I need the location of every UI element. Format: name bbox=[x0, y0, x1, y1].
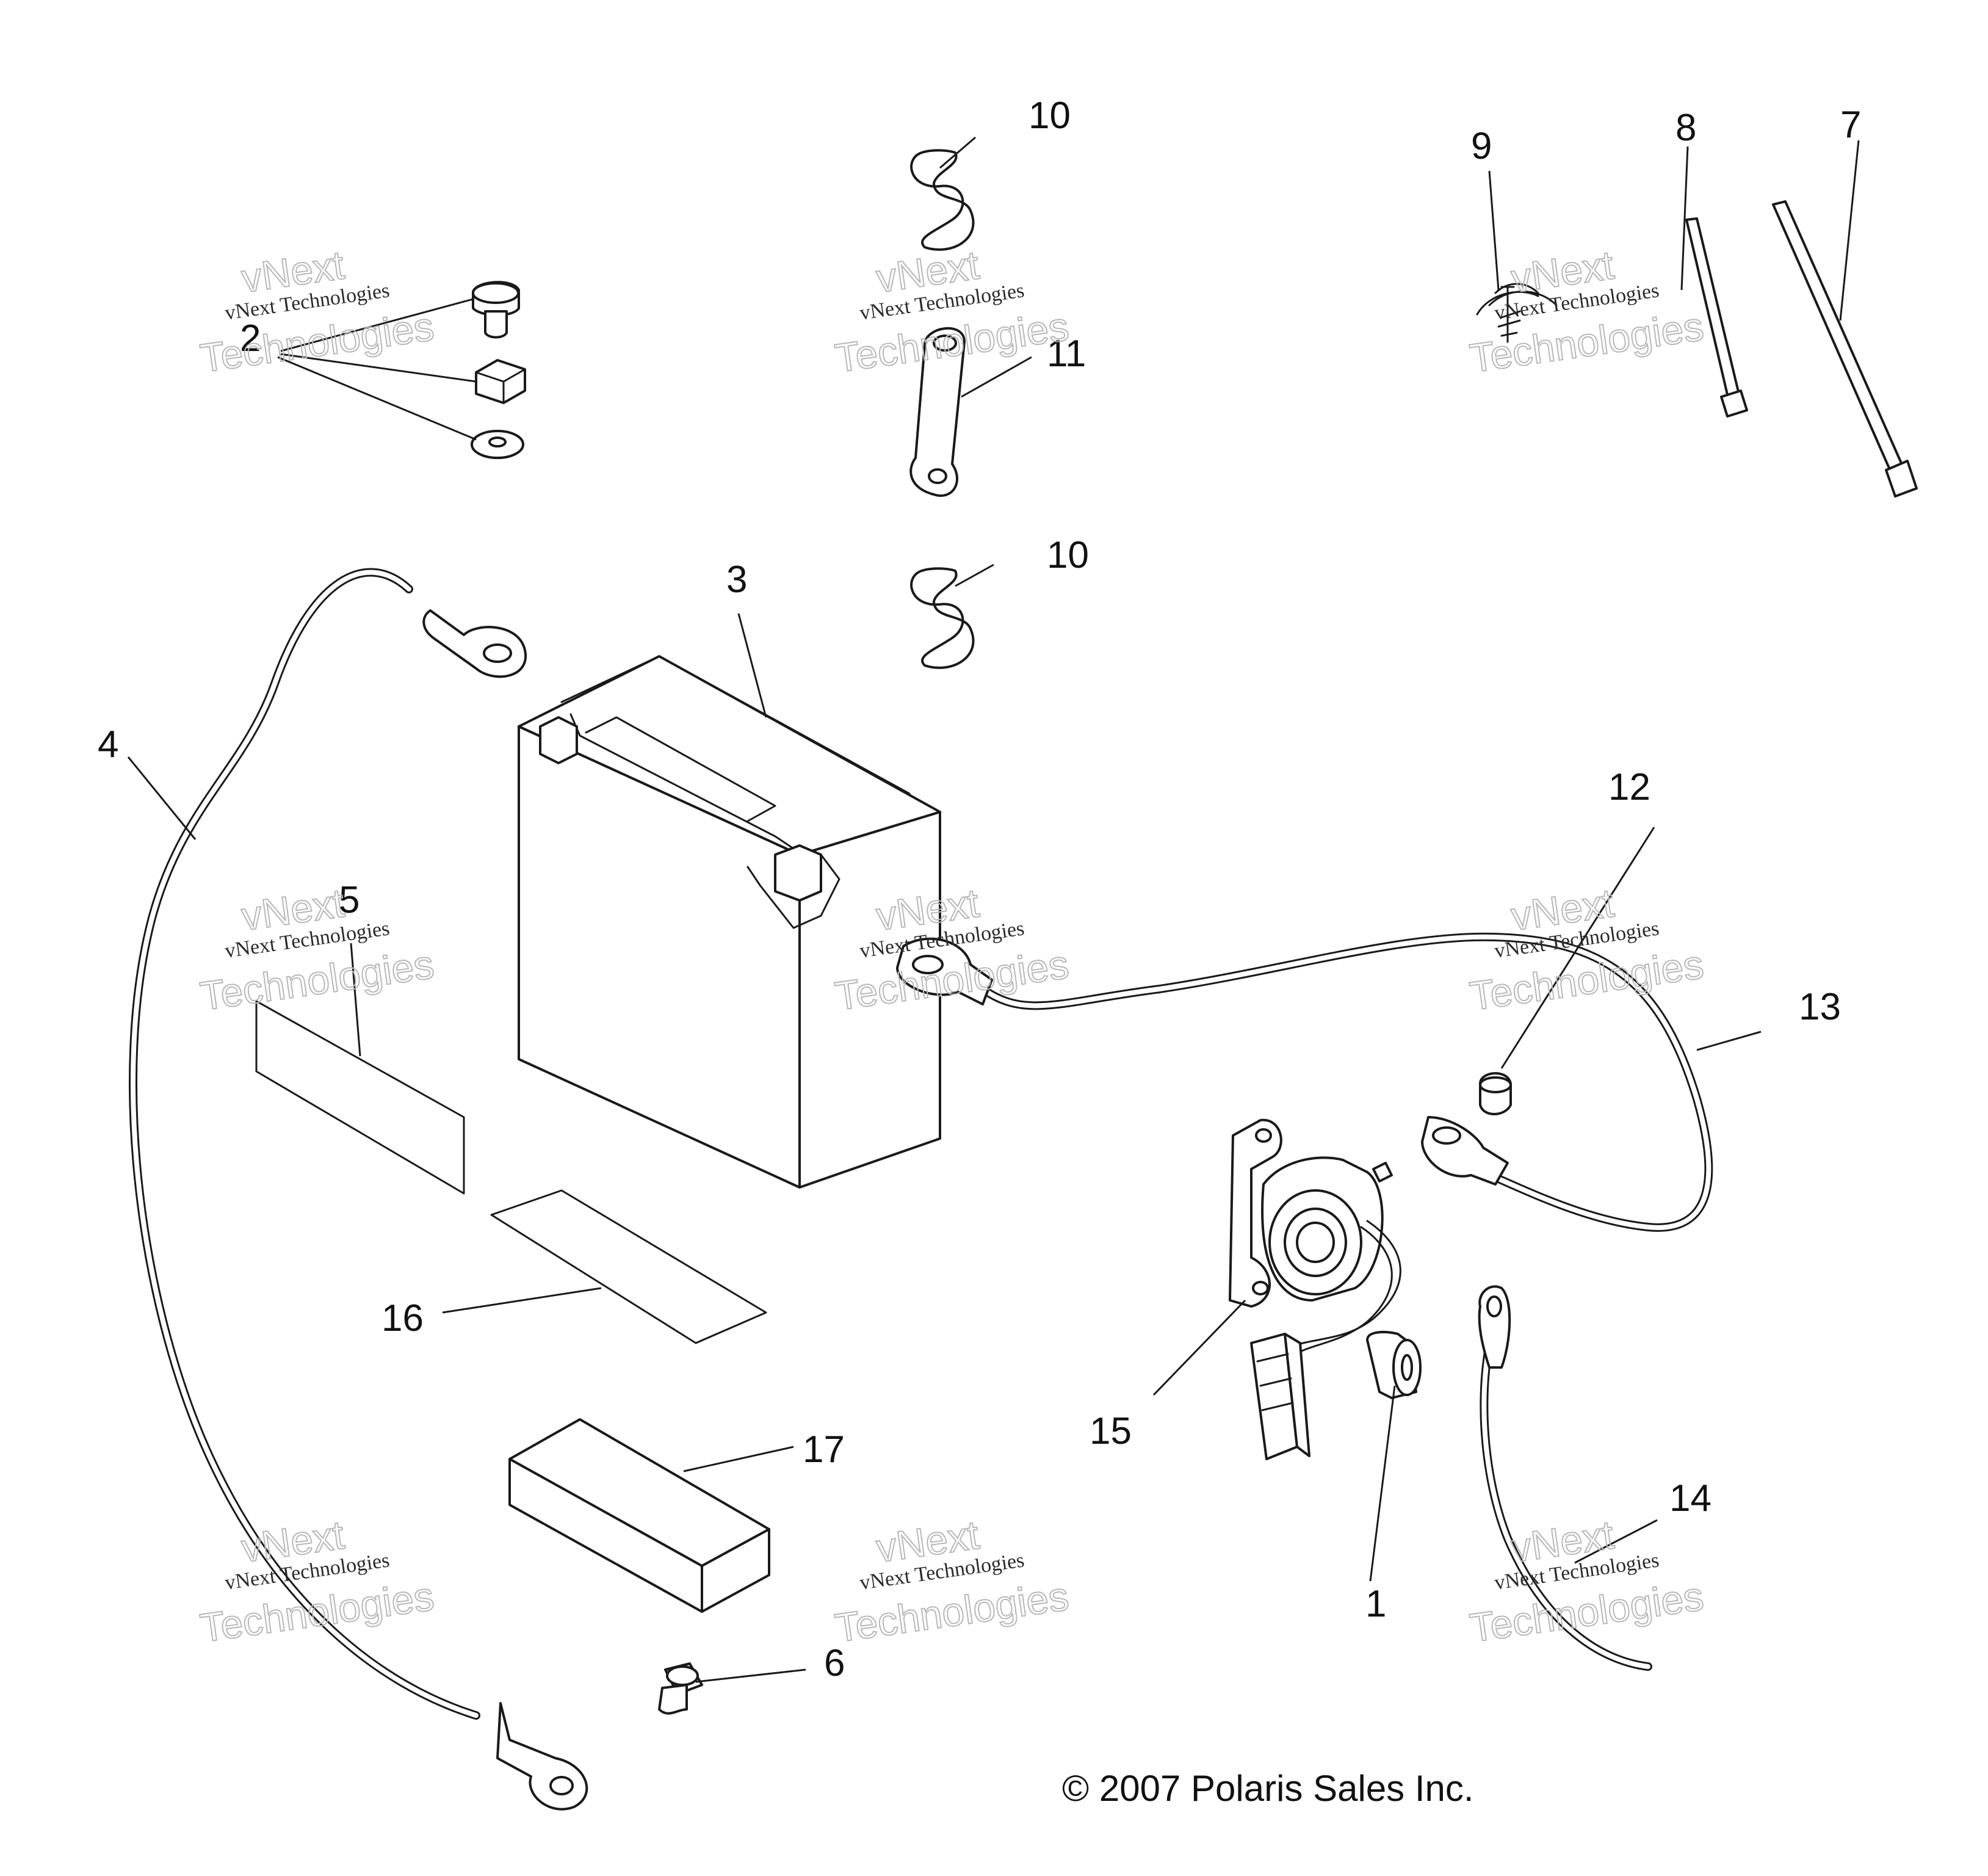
cable-14 bbox=[1478, 1285, 1652, 1671]
cable-4 bbox=[129, 568, 588, 1811]
callout-1: 1 bbox=[1365, 1583, 1386, 1625]
callout-4: 4 bbox=[98, 723, 118, 766]
push-clip-9 bbox=[1476, 283, 1558, 343]
watermark-bottom-left: vNext vNext Technologies Technologies bbox=[197, 1511, 438, 1651]
callout-15: 15 bbox=[1090, 1410, 1132, 1452]
label-5 bbox=[255, 1000, 465, 1195]
callout-7: 7 bbox=[1840, 104, 1861, 146]
spacer-10-top bbox=[910, 149, 975, 251]
watermark-bottom-right: vNext vNext Technologies Technologies bbox=[1467, 1511, 1707, 1651]
callout-2: 2 bbox=[240, 317, 261, 360]
cable-13 bbox=[896, 932, 1713, 1232]
watermark-middle-right: vNext vNext Technologies Technologies bbox=[1467, 879, 1707, 1019]
battery-3 bbox=[518, 655, 941, 1189]
box-17 bbox=[508, 1418, 770, 1613]
hardware-2 bbox=[471, 281, 526, 459]
callout-11: 11 bbox=[1047, 333, 1086, 375]
bolt-1 bbox=[1366, 1331, 1422, 1399]
watermark-top-center: vNext vNext Technologies Technologies bbox=[832, 241, 1072, 381]
callout-17: 17 bbox=[803, 1429, 845, 1471]
callout-10-bottom: 10 bbox=[1047, 534, 1089, 576]
callout-10-top: 10 bbox=[1028, 95, 1071, 137]
callout-5: 5 bbox=[339, 879, 360, 921]
callout-labels: 1 2 3 4 5 6 7 8 9 10 10 11 12 13 14 15 1… bbox=[98, 95, 1861, 1684]
cable-tie-8 bbox=[1685, 217, 1748, 418]
leader-lines bbox=[127, 136, 1860, 1683]
cable-tie-7 bbox=[1772, 200, 1918, 498]
watermark-bottom-center: vNext vNext Technologies Technologies bbox=[832, 1511, 1072, 1651]
screw-6 bbox=[658, 1662, 703, 1715]
callout-13: 13 bbox=[1799, 986, 1841, 1028]
callout-12: 12 bbox=[1608, 766, 1650, 808]
callout-9: 9 bbox=[1471, 125, 1492, 167]
callout-16: 16 bbox=[381, 1297, 424, 1339]
solenoid-15 bbox=[1229, 1118, 1401, 1460]
strap-link-11 bbox=[909, 327, 966, 497]
callout-8: 8 bbox=[1675, 107, 1696, 149]
callout-3: 3 bbox=[726, 559, 747, 601]
callout-6: 6 bbox=[824, 1642, 845, 1684]
watermark-top-right: vNext vNext Technologies Technologies bbox=[1467, 241, 1707, 381]
nut-12 bbox=[1479, 1072, 1512, 1115]
watermark-middle-left: vNext vNext Technologies Technologies bbox=[197, 879, 438, 1019]
watermark-top-left: vNext vNext Technologies Technologies bbox=[197, 241, 438, 381]
pad-16 bbox=[490, 1189, 767, 1344]
copyright-notice: © 2007 Polaris Sales Inc. bbox=[1062, 1768, 1474, 1809]
callout-14: 14 bbox=[1669, 1477, 1711, 1519]
spacer-10-bottom bbox=[910, 567, 975, 669]
